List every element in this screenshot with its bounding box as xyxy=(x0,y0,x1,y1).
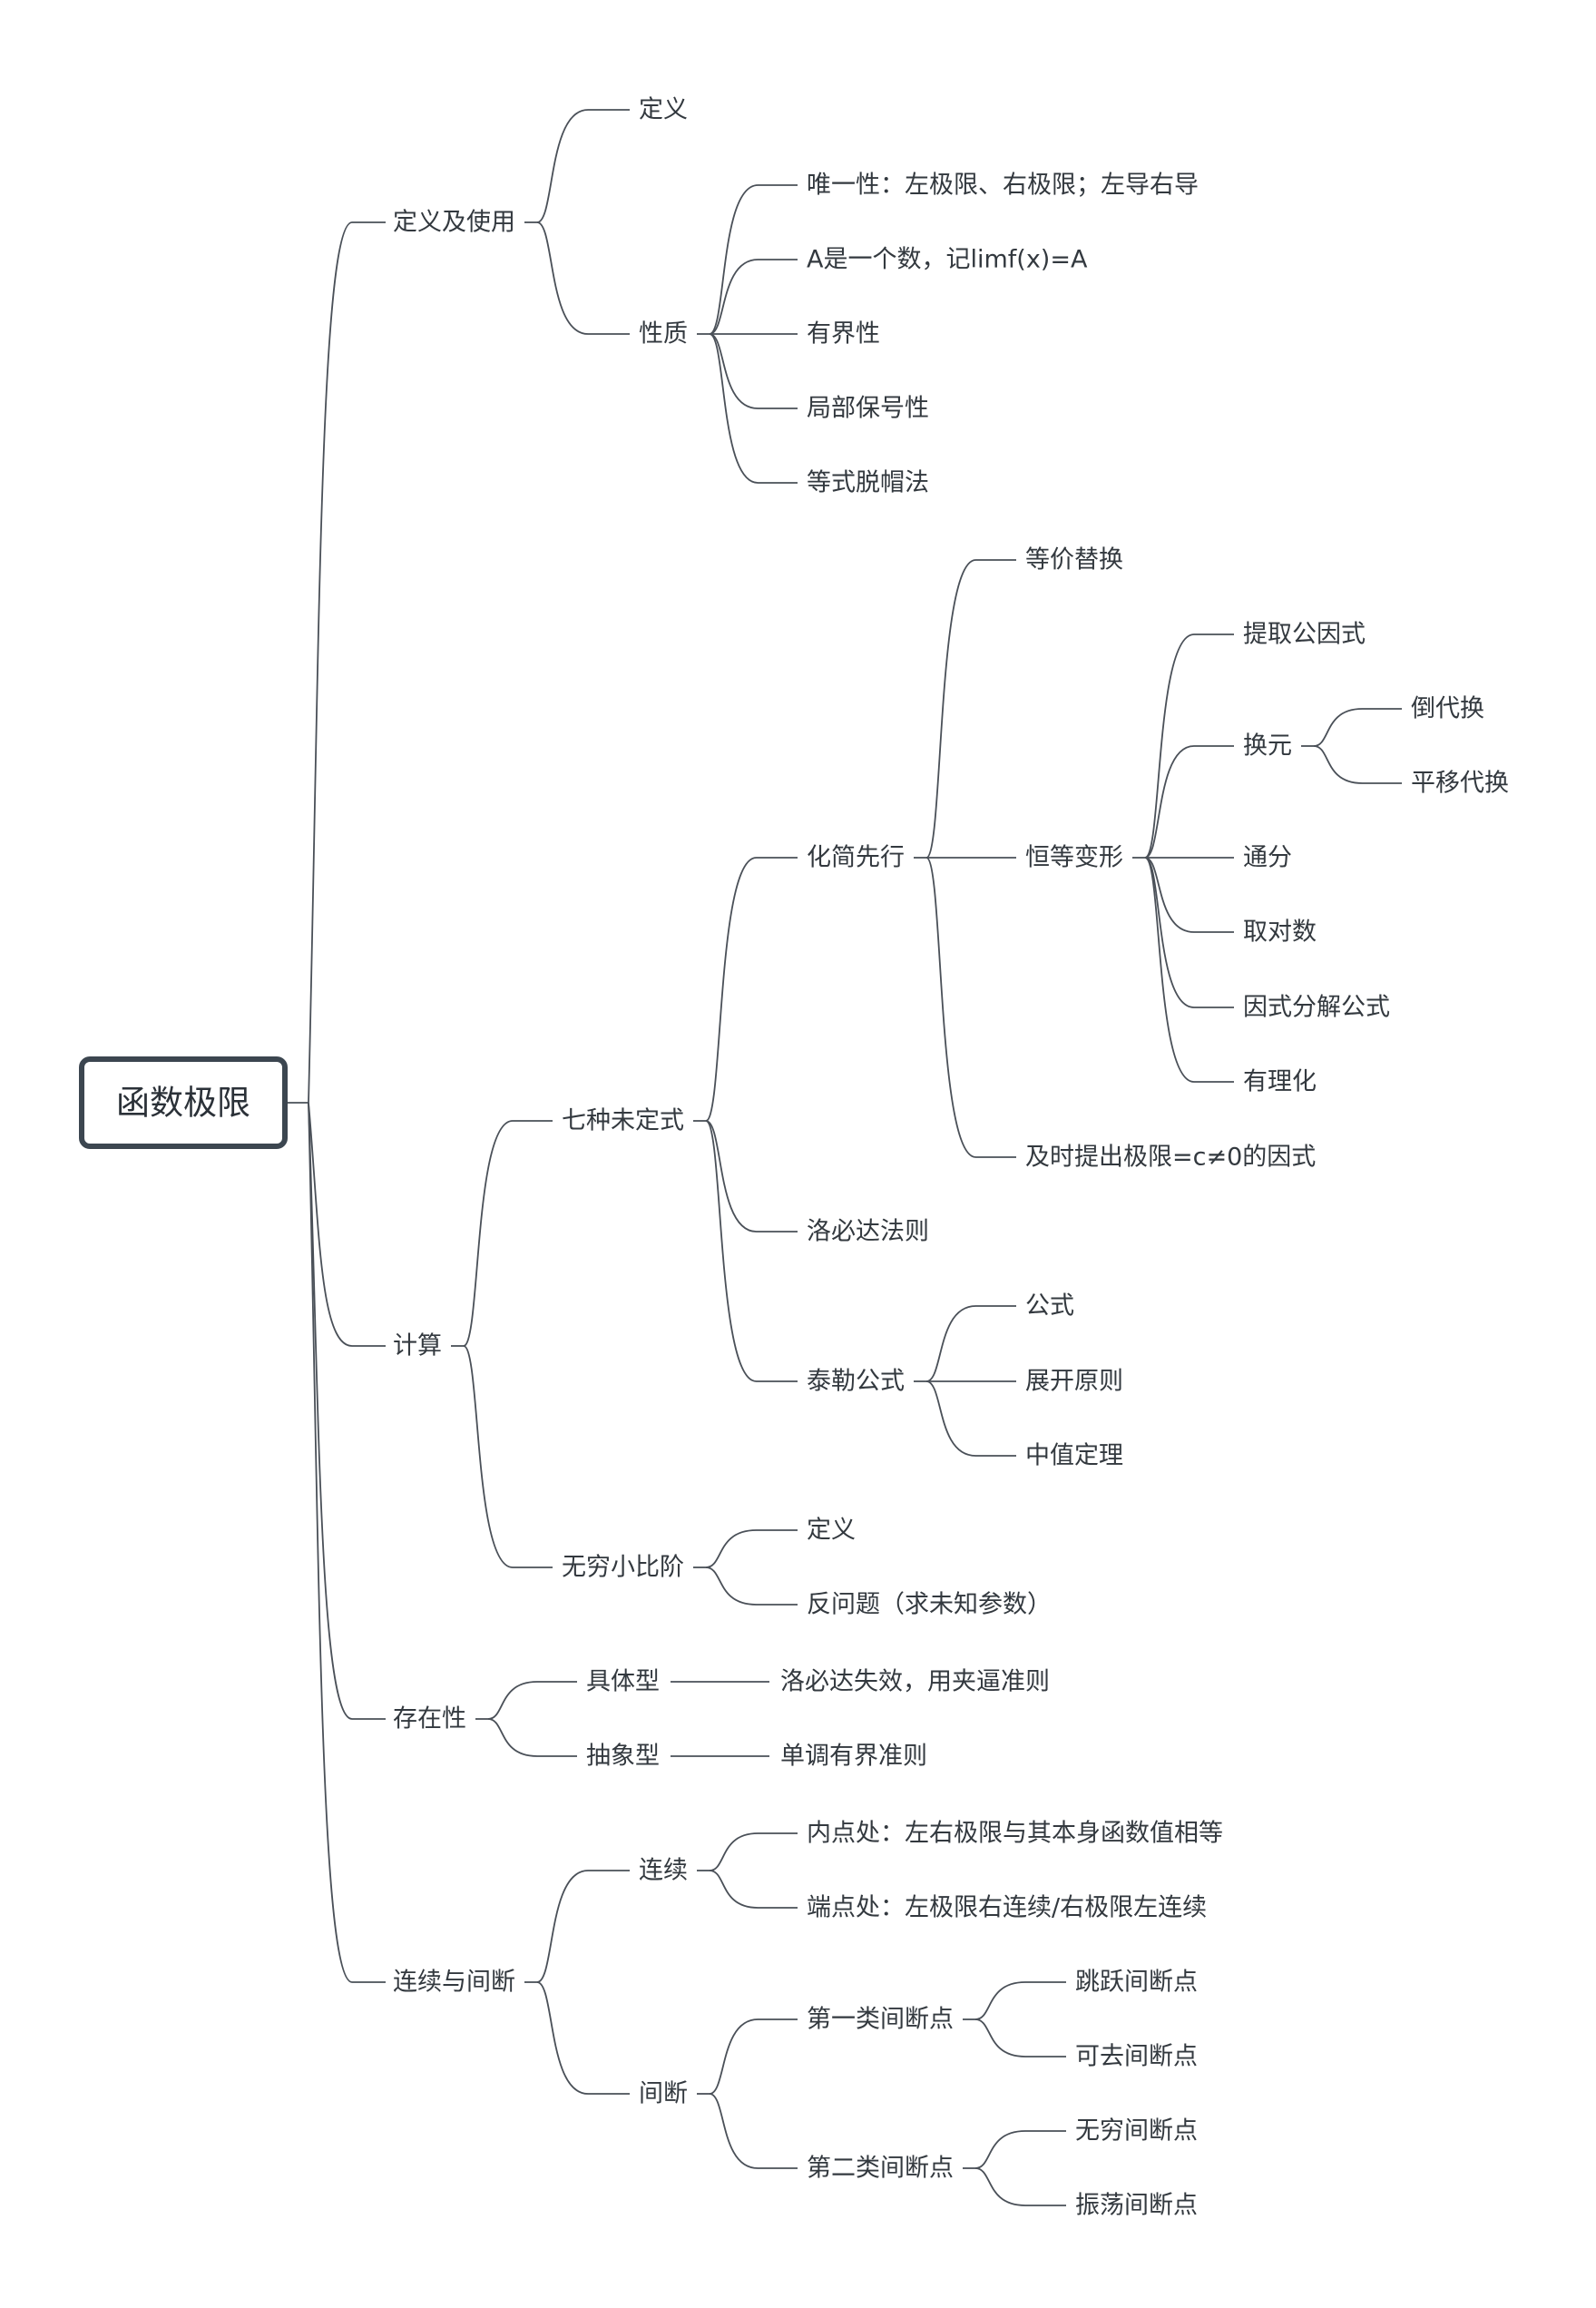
connector-有理化 xyxy=(1144,857,1234,1083)
connector-连续 xyxy=(536,1870,630,1983)
connector-中值定理 xyxy=(925,1380,1016,1457)
root-to-连续与间断-line xyxy=(308,1102,386,1983)
connector-具体型 xyxy=(487,1681,577,1720)
node-反问题-求未知参数-[interactable]: 反问题（求未知参数） xyxy=(807,1591,1052,1619)
node-无穷间断点[interactable]: 无穷间断点 xyxy=(1075,2117,1198,2146)
node-化简先行[interactable]: 化简先行 xyxy=(807,844,905,872)
node-中值定理[interactable]: 中值定理 xyxy=(1025,1442,1123,1470)
node-七种未定式[interactable]: 七种未定式 xyxy=(562,1107,684,1135)
node-恒等变形[interactable]: 恒等变形 xyxy=(1025,844,1123,872)
root-to-定义及使用-line xyxy=(308,221,386,1104)
connector-及时提出极限-c-0的因式 xyxy=(925,857,1016,1158)
node-端点处-左极限右连续-右极限左连续[interactable]: 端点处：左极限右连续/右极限左连续 xyxy=(807,1894,1207,1922)
root-node-label: 函数极限 xyxy=(116,1084,250,1123)
connector-公式 xyxy=(925,1305,1016,1382)
connector-局部保号性 xyxy=(709,333,798,409)
connector-端点处-左极限右连续-右极限左连续 xyxy=(709,1870,798,1909)
connector-因式分解公式 xyxy=(1144,857,1234,1008)
node-有理化[interactable]: 有理化 xyxy=(1243,1068,1317,1096)
node-单调有界准则[interactable]: 单调有界准则 xyxy=(780,1743,927,1771)
node-唯一性-左极限-右极限-左导右导[interactable]: 唯一性：左极限、右极限；左导右导 xyxy=(807,172,1199,200)
node-存在性[interactable]: 存在性 xyxy=(393,1705,466,1733)
connector-泰勒公式 xyxy=(705,1120,798,1382)
connector-洛必达法则 xyxy=(705,1120,798,1233)
connector-定义 xyxy=(536,109,630,223)
connector-第二类间断点 xyxy=(709,2093,798,2169)
node-倒代换[interactable]: 倒代换 xyxy=(1411,695,1484,723)
connector-提取公因式 xyxy=(1144,633,1234,859)
node-A是一个数-记limf-x-A[interactable]: A是一个数，记limf(x)=A xyxy=(807,246,1088,274)
node-间断[interactable]: 间断 xyxy=(639,2080,688,2108)
connector-反问题-求未知参数- xyxy=(705,1566,798,1606)
connector-唯一性-左极限-右极限-左导右导 xyxy=(709,184,798,335)
connector-振荡间断点 xyxy=(974,2167,1066,2206)
node-振荡间断点[interactable]: 振荡间断点 xyxy=(1075,2192,1198,2220)
node-第一类间断点[interactable]: 第一类间断点 xyxy=(807,2006,954,2034)
connector-可去间断点 xyxy=(974,2018,1066,2058)
node-洛必达法则[interactable]: 洛必达法则 xyxy=(807,1218,929,1246)
node-连续与间断[interactable]: 连续与间断 xyxy=(393,1969,515,1997)
node-定义[interactable]: 定义 xyxy=(639,96,688,124)
connector-七种未定式 xyxy=(463,1120,553,1347)
root-node[interactable]: 函数极限 xyxy=(79,1056,288,1149)
node-等式脱帽法[interactable]: 等式脱帽法 xyxy=(807,469,929,497)
node-第二类间断点[interactable]: 第二类间断点 xyxy=(807,2155,954,2183)
connector-无穷间断点 xyxy=(974,2130,1066,2169)
connector-等式脱帽法 xyxy=(709,333,798,484)
node-取对数[interactable]: 取对数 xyxy=(1243,918,1317,947)
connector-化简先行 xyxy=(705,857,798,1122)
node-局部保号性[interactable]: 局部保号性 xyxy=(807,395,929,423)
connector-内点处-左右极限与其本身函数值相等 xyxy=(709,1832,798,1871)
connector-性质 xyxy=(536,221,630,335)
node-等价替换[interactable]: 等价替换 xyxy=(1025,546,1123,575)
connector-跳跃间断点 xyxy=(974,1981,1066,2020)
node-展开原则[interactable]: 展开原则 xyxy=(1025,1368,1123,1396)
connector-取对数 xyxy=(1144,857,1234,933)
node-提取公因式[interactable]: 提取公因式 xyxy=(1243,621,1366,649)
node-跳跃间断点[interactable]: 跳跃间断点 xyxy=(1075,1969,1198,1997)
node-及时提出极限-c-0的因式[interactable]: 及时提出极限=c≠0的因式 xyxy=(1025,1144,1316,1172)
connector-间断 xyxy=(536,1981,630,2095)
node-计算[interactable]: 计算 xyxy=(393,1332,442,1360)
node-泰勒公式[interactable]: 泰勒公式 xyxy=(807,1368,905,1396)
node-抽象型[interactable]: 抽象型 xyxy=(586,1743,660,1771)
root-node-box xyxy=(79,1056,288,1149)
node-洛必达失效-用夹逼准则[interactable]: 洛必达失效，用夹逼准则 xyxy=(780,1668,1050,1696)
node-具体型[interactable]: 具体型 xyxy=(586,1668,660,1696)
root-to-计算-line xyxy=(308,1102,386,1347)
connector-换元 xyxy=(1144,745,1234,859)
connector-平移代换 xyxy=(1313,745,1402,784)
node-通分[interactable]: 通分 xyxy=(1243,844,1292,872)
connector-A是一个数-记limf-x-A xyxy=(709,259,798,335)
node-公式[interactable]: 公式 xyxy=(1025,1292,1074,1321)
node-定义[interactable]: 定义 xyxy=(807,1517,856,1545)
node-连续[interactable]: 连续 xyxy=(639,1857,688,1885)
node-换元[interactable]: 换元 xyxy=(1243,732,1292,761)
node-可去间断点[interactable]: 可去间断点 xyxy=(1075,2043,1198,2071)
node-有界性[interactable]: 有界性 xyxy=(807,320,880,349)
connector-抽象型 xyxy=(487,1718,577,1757)
connector-lines xyxy=(285,109,1402,2206)
node-平移代换[interactable]: 平移代换 xyxy=(1411,770,1509,798)
node-无穷小比阶[interactable]: 无穷小比阶 xyxy=(562,1554,684,1582)
connector-等价替换 xyxy=(925,559,1016,859)
connector-定义 xyxy=(705,1529,798,1568)
node-定义及使用[interactable]: 定义及使用 xyxy=(393,209,515,237)
node-性质[interactable]: 性质 xyxy=(639,320,688,349)
root-to-存在性-line xyxy=(308,1102,386,1720)
connector-倒代换 xyxy=(1313,708,1402,747)
connector-第一类间断点 xyxy=(709,2018,798,2095)
mind-map-nodes: 函数极限定义及使用定义性质唯一性：左极限、右极限；左导右导A是一个数，记limf… xyxy=(79,96,1509,2220)
connector-无穷小比阶 xyxy=(463,1345,553,1568)
node-内点处-左右极限与其本身函数值相等[interactable]: 内点处：左右极限与其本身函数值相等 xyxy=(807,1820,1223,1848)
node-因式分解公式[interactable]: 因式分解公式 xyxy=(1243,994,1390,1022)
